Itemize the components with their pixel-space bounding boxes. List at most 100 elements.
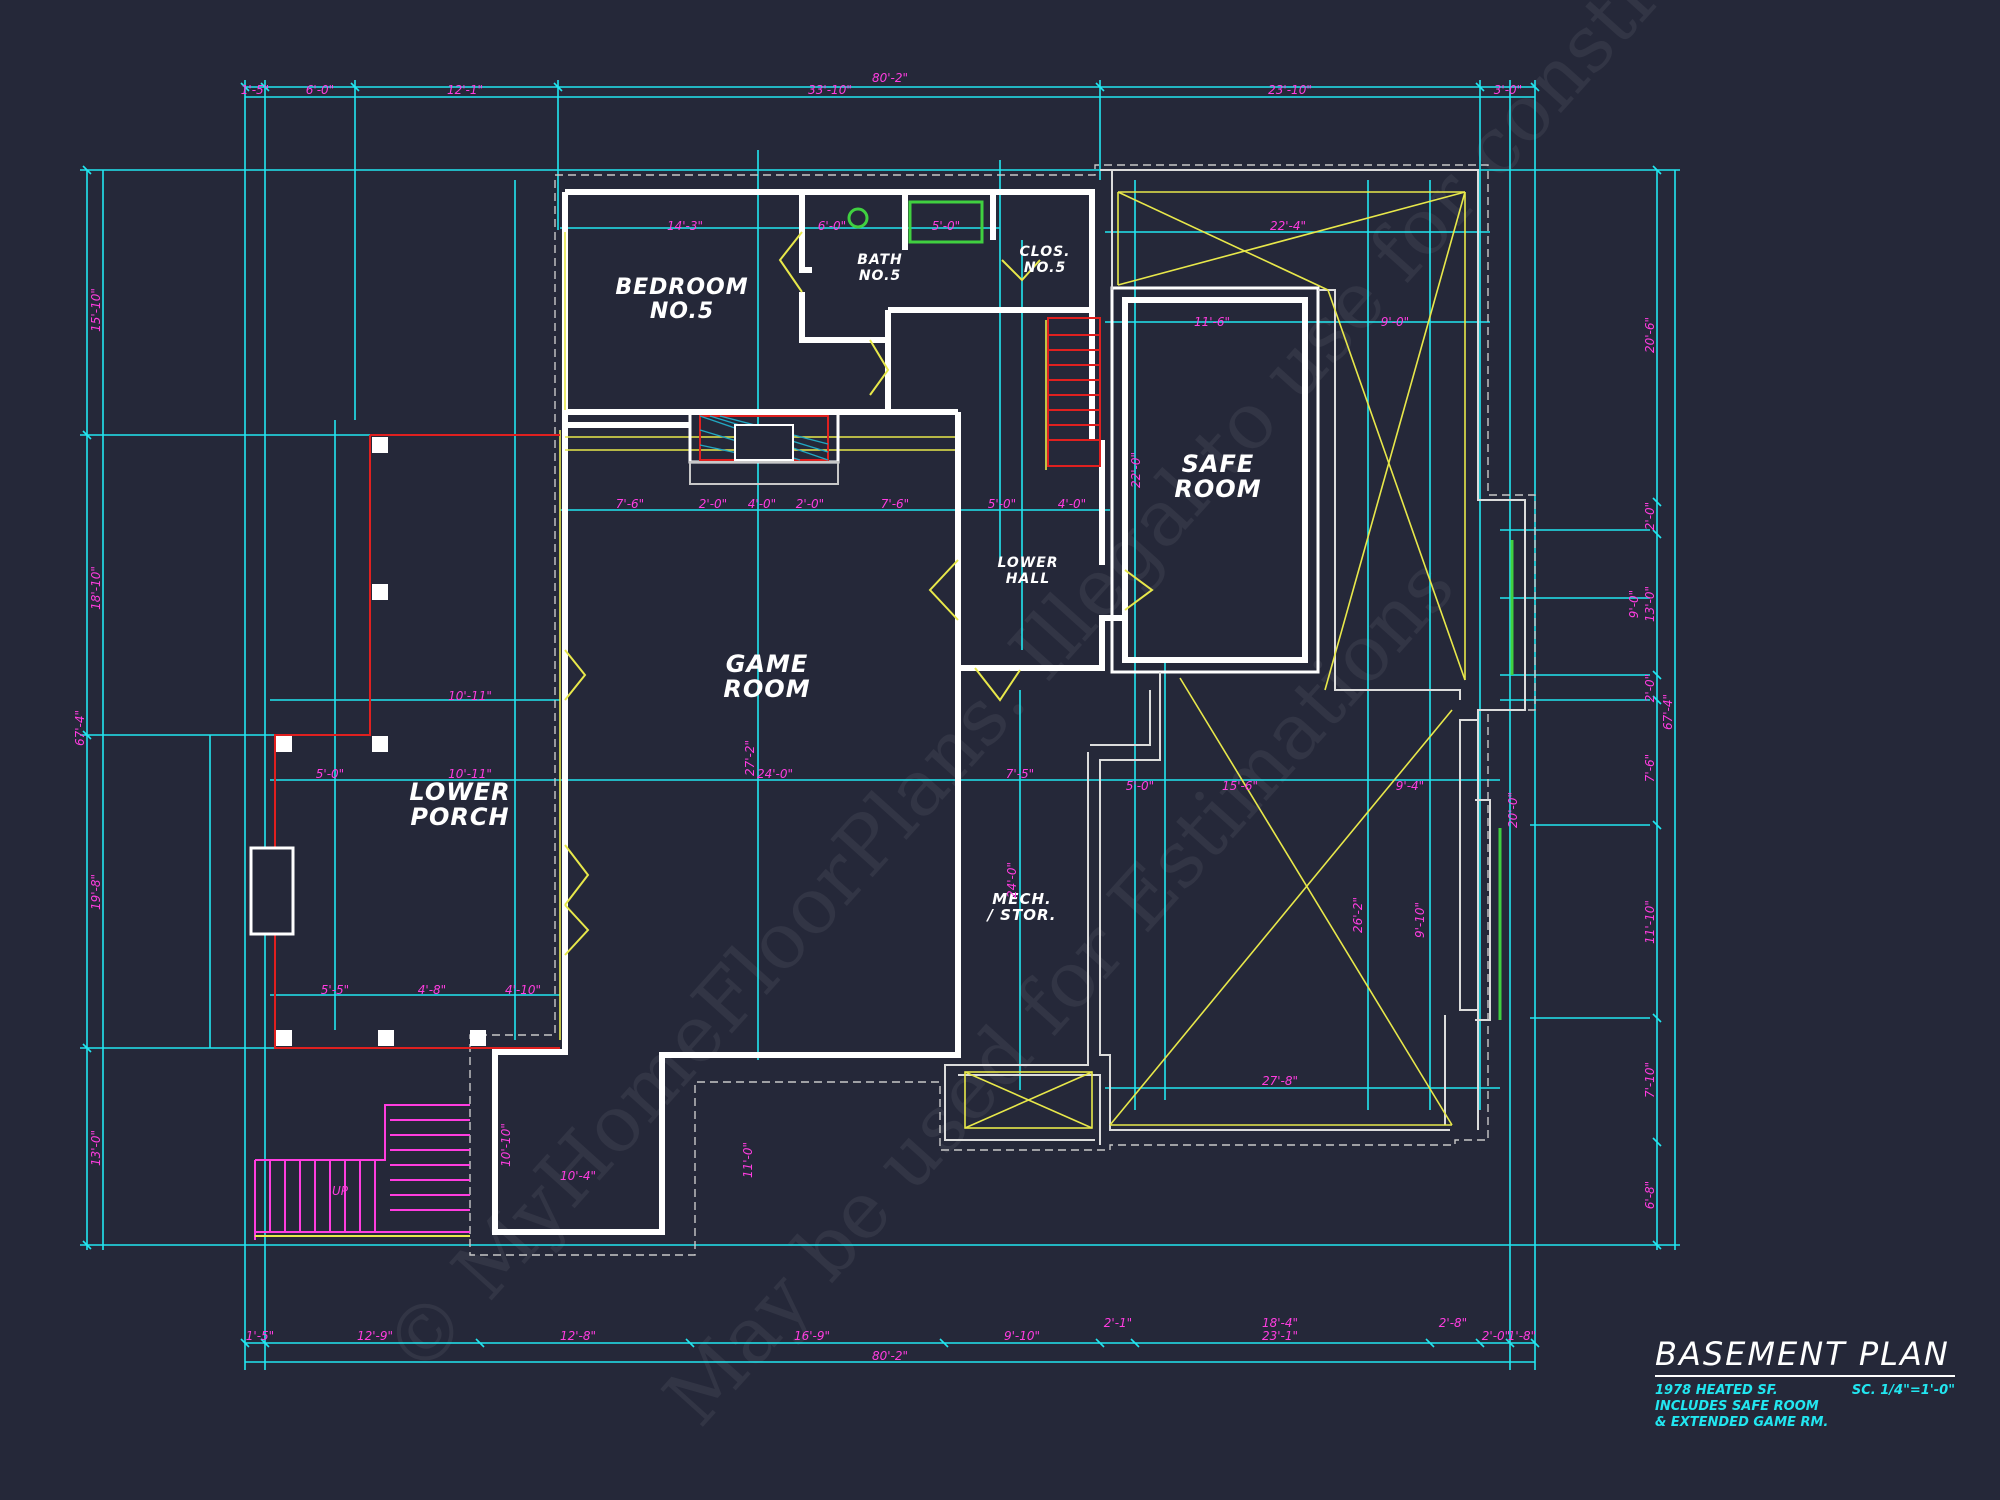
dim-top-overall: 80'-2" bbox=[872, 71, 908, 85]
dim-porch-10-11b: 10'-11" bbox=[448, 767, 492, 781]
fixtures-green bbox=[847, 200, 1514, 1020]
fireplace bbox=[688, 410, 840, 485]
watermark: © MyHomeFloorPlans. Illegal to use for c… bbox=[367, 0, 1844, 1443]
dim-left-4: 13'-0" bbox=[89, 1130, 103, 1166]
lower-porch bbox=[249, 434, 560, 1049]
door-swings bbox=[564, 231, 1154, 956]
label-clos: CLOS. bbox=[1020, 244, 1071, 260]
dim-left-2: 18'-10" bbox=[89, 566, 103, 610]
dim-game-7-6a: 7'-6" bbox=[616, 497, 644, 511]
label-clos-no: NO.5 bbox=[1024, 260, 1066, 276]
dim-porch-5b: 5'-5" bbox=[321, 983, 349, 997]
dim-bottom-8: 2'-8" bbox=[1439, 1316, 1467, 1330]
dim-game-4: 4'-0" bbox=[748, 497, 776, 511]
label-bath: BATH bbox=[857, 252, 902, 268]
dim-game-height: 27'-2" bbox=[743, 740, 757, 776]
stairs bbox=[254, 317, 1101, 1240]
dim-bottom-sub: 23'-1" bbox=[1262, 1329, 1298, 1343]
dim-9-10: 9'-10" bbox=[1413, 902, 1427, 938]
label-safe-room: ROOM bbox=[1174, 475, 1261, 503]
dim-game-2a: 2'-0" bbox=[699, 497, 727, 511]
dim-bottom-6: 2'-1" bbox=[1104, 1316, 1132, 1330]
label-lower-porch-2: PORCH bbox=[410, 803, 509, 831]
dim-game-width: 24'-0" bbox=[757, 767, 793, 781]
plan-title: BASEMENT PLAN bbox=[1655, 1335, 1955, 1377]
dim-left-overall: 67'-4" bbox=[73, 710, 87, 746]
dim-top-3: 12'-1" bbox=[447, 83, 483, 97]
dim-bottom-1: 1'-5" bbox=[246, 1329, 274, 1343]
dim-bottom-3: 12'-8" bbox=[560, 1329, 596, 1343]
dim-ext-15-6: 15'-6" bbox=[1222, 779, 1258, 793]
diagonals bbox=[559, 191, 1466, 1129]
walls bbox=[492, 189, 1320, 1235]
label-mech: MECH. bbox=[992, 890, 1051, 908]
dim-right-6: 7'-6" bbox=[1643, 754, 1657, 782]
dim-10-10: 10'-10" bbox=[499, 1123, 513, 1167]
dim-safe-11-6: 11'-6" bbox=[1194, 315, 1230, 329]
dim-top-4: 33'-10" bbox=[808, 83, 852, 97]
dim-mech-24: 24'-0" bbox=[1005, 862, 1019, 898]
label-lower-porch-1: LOWER bbox=[409, 778, 510, 806]
dim-top-1: 1'-5" bbox=[241, 83, 269, 97]
note-game-rm: & EXTENDED GAME RM. bbox=[1655, 1415, 1829, 1430]
dim-safe-h: 22'-0" bbox=[1129, 452, 1143, 488]
foundation-outline bbox=[469, 164, 1536, 1256]
dim-bed-width: 14'-3" bbox=[667, 219, 703, 233]
dim-20-0: 20'-0" bbox=[1506, 792, 1520, 828]
dim-right-1: 20'-6" bbox=[1643, 317, 1657, 353]
dim-bottom-4: 16'-9" bbox=[794, 1329, 830, 1343]
dim-lh-4: 4'-0" bbox=[1058, 497, 1086, 511]
dim-porch-4-10: 4'-10" bbox=[505, 983, 541, 997]
dim-bottom-5: 9'-10" bbox=[1004, 1329, 1040, 1343]
dim-9-4: 9'-4" bbox=[1396, 779, 1424, 793]
dim-right-4: 13'-0" bbox=[1643, 586, 1657, 622]
dim-game-7-6b: 7'-6" bbox=[881, 497, 909, 511]
dim-mech-7-5: 7'-5" bbox=[1006, 767, 1034, 781]
dim-right-overall: 67'-4" bbox=[1661, 694, 1675, 730]
dim-porch-10-11a: 10'-11" bbox=[448, 689, 492, 703]
dim-bottom-2: 12'-9" bbox=[357, 1329, 393, 1343]
note-safe-room: INCLUDES SAFE ROOM bbox=[1655, 1399, 1819, 1414]
dim-right-5: 2'-0" bbox=[1643, 674, 1657, 702]
label-safe: SAFE bbox=[1182, 450, 1255, 478]
dim-bottom-7: 18'-4" bbox=[1262, 1316, 1298, 1330]
dim-bottom-9: 2'-0" bbox=[1482, 1329, 1510, 1343]
dim-right-8: 7'-10" bbox=[1643, 1062, 1657, 1098]
label-game-room: ROOM bbox=[723, 675, 810, 703]
dim-safe-w: 22'-4" bbox=[1270, 219, 1306, 233]
label-bath-no: NO.5 bbox=[859, 268, 901, 284]
dim-top-6: 3'-0" bbox=[1494, 83, 1522, 97]
dim-bath-6: 6'-0" bbox=[818, 219, 846, 233]
dim-porch-5a: 5'-0" bbox=[316, 767, 344, 781]
dim-ext-5: 5'-0" bbox=[1126, 779, 1154, 793]
dim-top-2: 6'-0" bbox=[306, 83, 334, 97]
dim-stair-up: UP bbox=[332, 1184, 349, 1198]
scale-note: SC. 1/4"=1'-0" bbox=[1851, 1383, 1955, 1398]
dim-right-2: 2'-0" bbox=[1643, 502, 1657, 530]
dim-ext-26-2: 26'-2" bbox=[1351, 897, 1365, 933]
thin-walls bbox=[944, 169, 1526, 1145]
dim-11-0: 11'-0" bbox=[741, 1142, 755, 1178]
label-bedroom: BEDROOM bbox=[615, 275, 748, 300]
label-lower-hall-2: HALL bbox=[1006, 571, 1050, 587]
dim-lh-5: 5'-0" bbox=[988, 497, 1016, 511]
dimension-labels: 80'-2" 1'-5" 6'-0" 12'-1" 33'-10" 23'-10… bbox=[73, 71, 1675, 1363]
dim-ext-27-8: 27'-8" bbox=[1262, 1074, 1298, 1088]
dimension-ticks bbox=[82, 82, 1662, 1348]
room-labels: BEDROOM NO.5 BATH NO.5 CLOS. NO.5 SAFE R… bbox=[409, 244, 1261, 924]
dim-top-5: 23'-10" bbox=[1268, 83, 1312, 97]
dim-right-9: 6'-8" bbox=[1643, 1181, 1657, 1209]
dim-left-1: 15'-10" bbox=[89, 288, 103, 332]
dim-bottom-10: 1'-8" bbox=[1508, 1329, 1536, 1343]
label-game: GAME bbox=[726, 650, 809, 678]
label-lower-hall-1: LOWER bbox=[997, 555, 1058, 571]
dim-right-7: 11'-10" bbox=[1643, 900, 1657, 944]
watermark-line-1: © MyHomeFloorPlans. Illegal to use for c… bbox=[367, 0, 1844, 1393]
title-block: BASEMENT PLAN 1978 HEATED SF. INCLUDES S… bbox=[1655, 1335, 1955, 1431]
dim-bottom-overall: 80'-2" bbox=[872, 1349, 908, 1363]
title-notes-row: 1978 HEATED SF. INCLUDES SAFE ROOM & EXT… bbox=[1655, 1383, 1955, 1431]
dim-right-3: 9'-0" bbox=[1627, 590, 1641, 618]
dim-game-2b: 2'-0" bbox=[796, 497, 824, 511]
dim-10-4: 10'-4" bbox=[560, 1169, 596, 1183]
